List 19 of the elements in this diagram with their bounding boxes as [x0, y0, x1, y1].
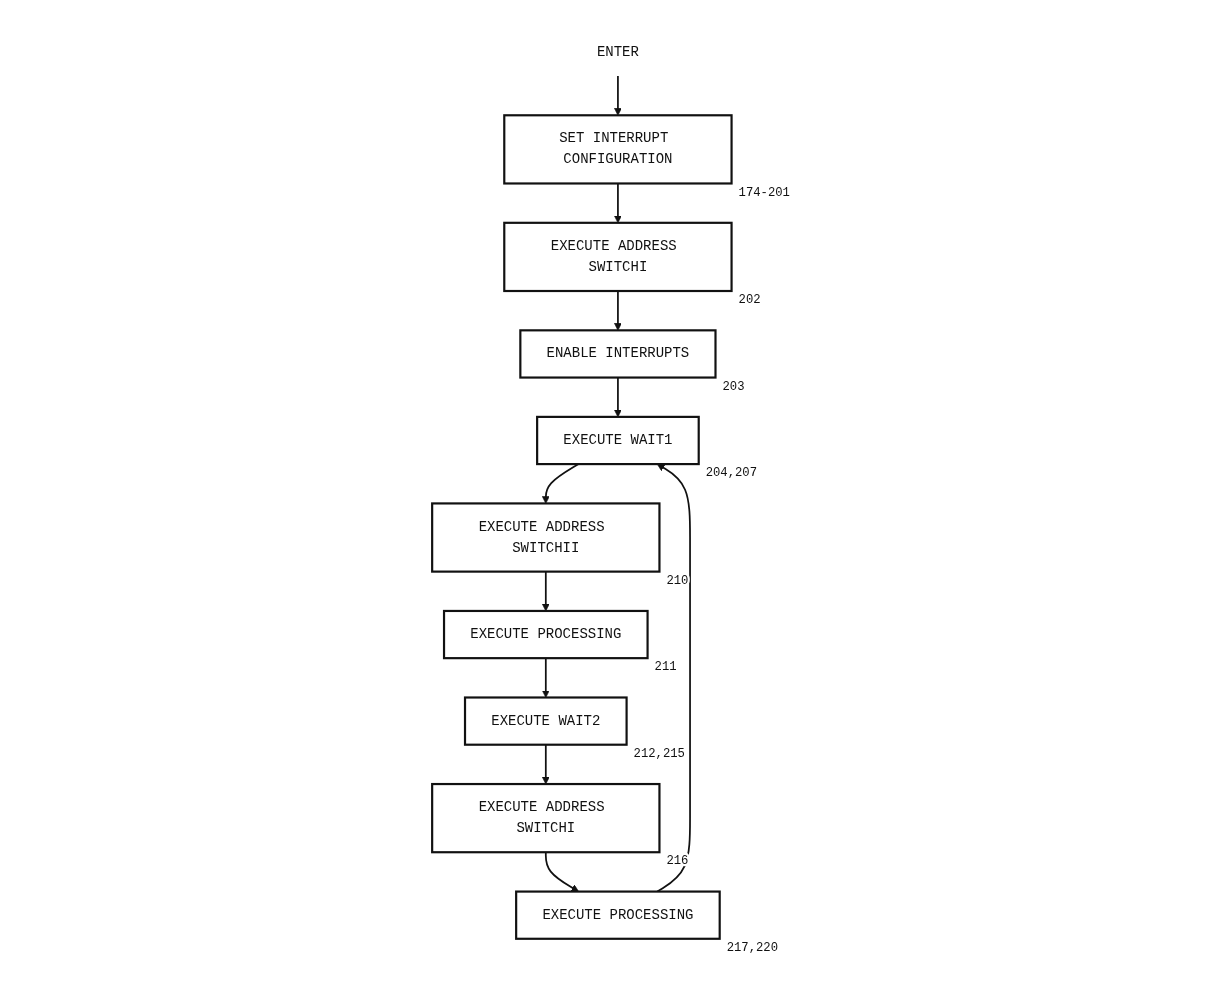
node-box: EXECUTE PROCESSING: [443, 609, 650, 659]
reference-number: 202: [739, 292, 761, 307]
reference-number: 204,207: [706, 466, 758, 480]
arrow: [545, 851, 580, 892]
node-box: EXECUTE ADDRESS SWITCHII: [431, 502, 661, 573]
node-text: ENTER: [597, 44, 640, 60]
reference-number: 210: [666, 573, 689, 588]
reference-number: 203: [722, 379, 745, 394]
node-box: EXECUTE WAIT1: [536, 415, 701, 465]
node-box: SET INTERRUPT CONFIGURATION: [503, 113, 734, 185]
reference-number: 217,220: [727, 940, 779, 955]
node-box: EXECUTE ADDRESS SWITCHI: [503, 221, 734, 292]
reference-number: 174-201: [739, 185, 791, 200]
node-box: EXECUTE WAIT2: [464, 696, 629, 746]
reference-number: 212,215: [634, 746, 686, 761]
node-box: EXECUTE PROCESSING: [515, 890, 722, 940]
reference-number: 211: [655, 660, 677, 675]
node-box: ENABLE INTERRUPTS: [519, 328, 718, 379]
node-box: EXECUTE ADDRESS SWITCHI: [431, 782, 661, 853]
